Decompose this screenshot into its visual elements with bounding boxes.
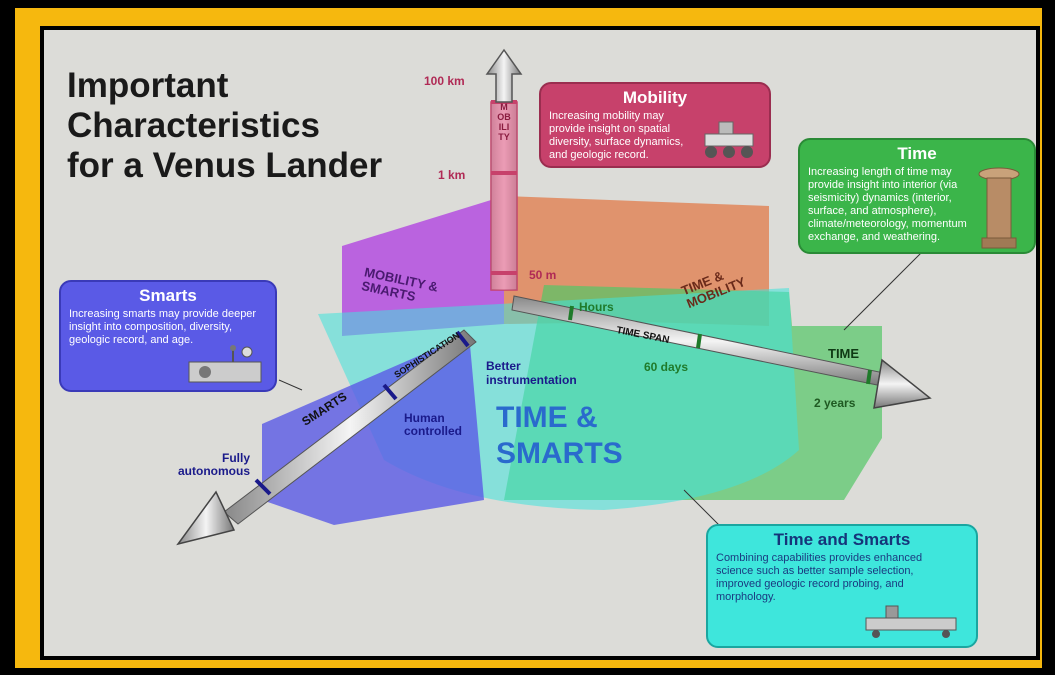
tick-hours: Hours	[579, 300, 614, 314]
smarts-arrow-shaft	[223, 329, 477, 525]
tick-better-instrumentation: Better instrumentation	[486, 359, 577, 387]
instrument-icon	[188, 345, 262, 383]
tick-human-controlled: Human controlled	[404, 411, 463, 438]
region-time: TIME	[828, 346, 860, 361]
region-time-smarts: TIME & SMARTS	[496, 401, 623, 470]
smarts-info-box: Smarts Increasing smarts may provide dee…	[59, 280, 277, 392]
tick-2years: 2 years	[814, 396, 856, 410]
smarts-region	[262, 334, 484, 525]
sundial-icon	[978, 167, 1020, 249]
lander-icon	[865, 605, 957, 638]
poster-board: Important Characteristics for a Venus La…	[40, 26, 1040, 660]
time-smarts-text: Combining capabilities provides enhanced…	[716, 552, 923, 603]
smarts-arrow-icon	[176, 490, 236, 546]
tick-1km: 1 km	[438, 168, 466, 182]
mobility-heading: Mobility	[622, 88, 688, 107]
tick-50m: 50 m	[529, 268, 557, 282]
tick-100km: 100 km	[424, 74, 465, 88]
mobility-axis-label: MOBILITY	[497, 102, 511, 142]
time-arrow-icon	[873, 358, 932, 409]
mobility-text: Increasing mobility may provide insight …	[549, 110, 684, 161]
smarts-heading: Smarts	[139, 286, 197, 305]
time-smarts-info-box: Time and Smarts Combining capabilities p…	[706, 524, 978, 648]
time-info-box: Time Increasing length of time may provi…	[798, 138, 1036, 254]
mobility-info-box: Mobility Increasing mobility may provide…	[539, 82, 771, 168]
mobility-arrow-icon	[485, 48, 523, 103]
tick-fully-autonomous: Fully autonomous	[178, 451, 250, 478]
time-smarts-heading: Time and Smarts	[773, 530, 911, 549]
mobility-smarts-region	[342, 196, 504, 336]
venus-lander-diagram	[176, 48, 932, 546]
smarts-text: Increasing smarts may provide deeper ins…	[69, 308, 257, 346]
tick-60days: 60 days	[644, 360, 689, 374]
time-text: Increasing length of time may provide in…	[808, 166, 967, 243]
page-title: Important Characteristics for a Venus La…	[67, 66, 383, 185]
time-heading: Time	[897, 144, 937, 163]
rover-icon	[704, 121, 754, 158]
